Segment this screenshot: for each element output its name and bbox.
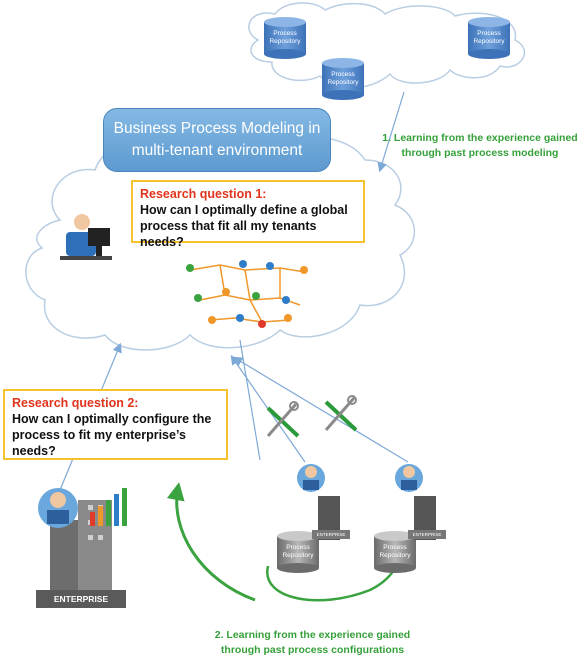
arrow-tenant2 bbox=[232, 356, 409, 463]
small-enterprise-building-1 bbox=[312, 496, 350, 540]
growth-bar-chart-icon bbox=[90, 488, 127, 526]
process-people-icons bbox=[186, 260, 308, 328]
tools-icon-1 bbox=[266, 401, 300, 438]
repo-label-line: Repository bbox=[473, 38, 505, 45]
repo-label-line: Process bbox=[286, 544, 310, 551]
repository-top-1 bbox=[264, 17, 306, 59]
small-enterprise-label-2: ENTERPRISE bbox=[412, 532, 442, 537]
repository-bottom-2 bbox=[374, 531, 416, 573]
title-line-2: multi-tenant environment bbox=[131, 142, 303, 159]
note2-line-2: through past process configurations bbox=[220, 644, 405, 656]
learning-note-1: 1. Learning from the experience gained t… bbox=[380, 131, 580, 161]
repo-label-line: Repository bbox=[327, 79, 359, 86]
arrow-left-tenant bbox=[239, 339, 261, 461]
research-question-2-callout: Research question 2: How can I optimally… bbox=[3, 389, 228, 460]
rq1-line-2: process that fit all my tenants needs? bbox=[140, 219, 317, 249]
repo-label-line: Repository bbox=[379, 552, 411, 559]
repository-bottom-1 bbox=[277, 531, 319, 573]
rq1-line-1: How can I optimally define a global bbox=[140, 203, 348, 217]
green-arrow-to-enterprise bbox=[166, 482, 256, 602]
small-enterprise-building-2 bbox=[408, 496, 446, 540]
tenant-avatar-2 bbox=[395, 464, 423, 492]
note1-line-1: 1. Learning from the experience gained bbox=[382, 132, 578, 144]
repo-label-line: Process bbox=[273, 30, 297, 37]
top-cloud bbox=[248, 2, 526, 89]
repository-top-2 bbox=[468, 17, 510, 59]
repo-label-line: Repository bbox=[282, 552, 314, 559]
note1-line-2: through past process modeling bbox=[401, 147, 559, 159]
learning-note-2: 2. Learning from the experience gained t… bbox=[205, 628, 420, 658]
title-line-1: Business Process Modeling in bbox=[113, 120, 321, 137]
research-question-1-callout: Research question 1: How can I optimally… bbox=[131, 180, 365, 249]
enterprise-label: ENTERPRISE bbox=[53, 594, 109, 604]
small-enterprise-label-1: ENTERPRISE bbox=[316, 532, 346, 537]
rq2-line-1: How can I optimally configure the bbox=[12, 412, 212, 426]
repo-label-line: Process bbox=[383, 544, 407, 551]
process-network-icon bbox=[189, 264, 306, 323]
tools-icon-2 bbox=[324, 395, 358, 432]
title-box: Business Process Modeling in multi-tenan… bbox=[103, 108, 331, 172]
rq1-heading: Research question 1: bbox=[140, 187, 267, 201]
rq2-heading: Research question 2: bbox=[12, 396, 139, 410]
repo-label-line: Process bbox=[477, 30, 501, 37]
repo-label-line: Repository bbox=[269, 38, 301, 45]
arrow-repo-to-cloud bbox=[377, 91, 405, 173]
modeler-at-desk-icon bbox=[60, 214, 112, 260]
rq2-line-2: process to fit my enterprise’s needs? bbox=[12, 428, 186, 458]
tenant-avatar-1 bbox=[297, 464, 325, 492]
repository-top-3 bbox=[322, 58, 364, 100]
enterprise-user-avatar bbox=[38, 488, 78, 528]
repo-label-line: Process bbox=[331, 71, 355, 78]
note2-line-1: 2. Learning from the experience gained bbox=[214, 629, 411, 641]
